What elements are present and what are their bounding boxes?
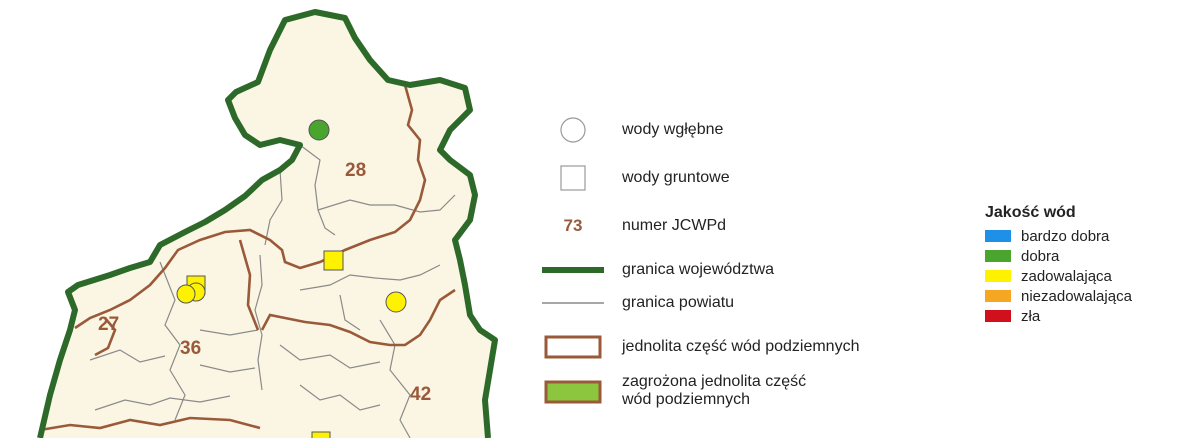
quality-swatch: [985, 270, 1011, 282]
square-symbol-icon: [540, 163, 606, 193]
voivodeship-line-icon: [540, 255, 606, 285]
threatened-jcwpd-box-icon: [540, 372, 606, 412]
jcwpd-borders: [39, 84, 456, 432]
jcwpd-label-36: 36: [180, 338, 201, 359]
jcwpd-number-sample-text: 73: [563, 216, 583, 235]
quality-swatch: [985, 250, 1011, 262]
quality-item: zadowalająca: [985, 266, 1190, 286]
circle-symbol-icon: [540, 115, 606, 145]
jcwpd-label-27: 27: [98, 314, 119, 335]
legend-label-deep-waters: wody wgłębne: [622, 121, 724, 138]
water-quality-title: Jakość wód: [985, 204, 1076, 221]
point-deep-water: [385, 291, 407, 313]
quality-swatch: [985, 290, 1011, 302]
legend-label-threatened-line1: zagrożona jednolita część: [622, 373, 807, 390]
legend-label-jcwpd: jednolita część wód podziemnych: [622, 338, 860, 355]
quality-label: bardzo dobra: [1021, 227, 1110, 245]
jcwpd-number-sample: 73: [540, 211, 606, 241]
quality-item: bardzo dobra: [985, 226, 1190, 246]
point-ground-water: [311, 431, 331, 438]
legend-label-county-border: granica powiatu: [622, 294, 735, 311]
quality-item: zła: [985, 306, 1190, 326]
quality-label: zła: [1021, 307, 1041, 325]
quality-item: dobra: [985, 246, 1190, 266]
legend-label-ground-waters: wody gruntowe: [622, 169, 730, 186]
jcwpd-label-42: 42: [410, 384, 431, 405]
point-ground-water: [323, 250, 344, 271]
point-deep-water: [176, 284, 196, 304]
quality-swatch: [985, 230, 1011, 242]
water-quality-legend: Jakość wód bardzo dobra dobra zadowalają…: [985, 204, 1190, 326]
quality-label: dobra: [1021, 247, 1060, 265]
point-deep-water: [308, 119, 330, 141]
quality-label: niezadowalająca: [1021, 287, 1132, 305]
legend-label-threatened-jcwpd: zagrożona jednolita część wód podziemnyc…: [622, 373, 806, 409]
monitoring-points: [176, 119, 407, 438]
map: 28 27 36 42: [37, 9, 498, 438]
quality-item: niezadowalająca: [985, 286, 1190, 306]
quality-label: zadowalająca: [1021, 267, 1112, 285]
legend-label-voivodeship-border: granica województwa: [622, 261, 775, 278]
voivodeship-border: [37, 9, 498, 438]
legend-label-threatened-line2: wód podziemnych: [622, 391, 751, 408]
voivodeship-area: [40, 12, 495, 438]
jcwpd-box-icon: [540, 332, 606, 362]
quality-swatch: [985, 310, 1011, 322]
county-line-icon: [540, 288, 606, 318]
legend-label-jcwpd-number: numer JCWPd: [622, 217, 727, 234]
county-borders: [89, 144, 456, 438]
jcwpd-label-28: 28: [345, 160, 366, 181]
